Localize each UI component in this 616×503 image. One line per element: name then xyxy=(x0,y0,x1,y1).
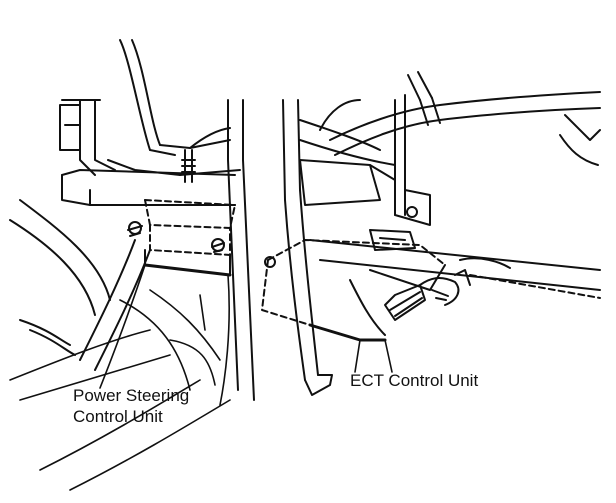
floor-carpet xyxy=(9,289,231,491)
ect-leader-2 xyxy=(384,339,393,373)
ect-leader-1 xyxy=(354,339,361,373)
center-pillar xyxy=(227,99,333,401)
left-hoses xyxy=(9,199,151,371)
right-structure xyxy=(299,94,431,226)
top-right-pipe xyxy=(329,71,601,166)
power-steering-leader-1 xyxy=(99,264,146,389)
power-steering-leader-2 xyxy=(219,274,230,406)
ect-control-unit xyxy=(261,239,471,342)
engine-machinery xyxy=(59,39,241,183)
power-steering-label-line2: Control Unit xyxy=(73,407,163,426)
left-bracket xyxy=(61,169,236,206)
leader-lines xyxy=(99,264,393,406)
power-steering-control-unit xyxy=(127,199,236,277)
right-beam xyxy=(309,229,601,299)
ect-control-unit-label: ECT Control Unit xyxy=(350,371,479,390)
power-steering-label-line1: Power Steering xyxy=(73,386,190,405)
